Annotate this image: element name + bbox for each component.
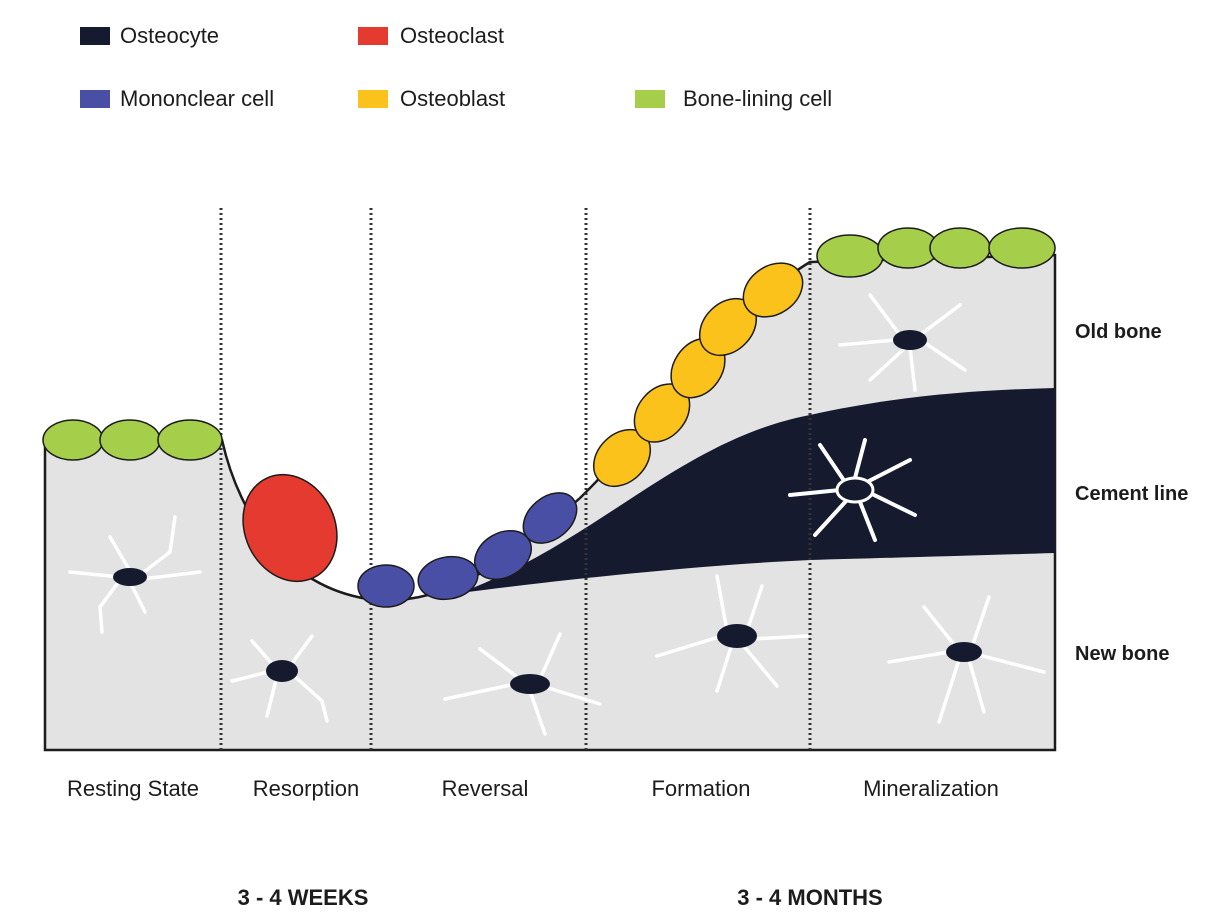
bone-lining-cell [99,419,161,461]
phase-label-resting: Resting State [67,776,199,801]
legend-item-osteoblast: Osteoblast [358,86,505,111]
mononuclear-cell [417,555,479,601]
phase-label-formation: Formation [651,776,750,801]
osteocyte-swatch [80,27,110,45]
cement-line [460,388,1055,593]
layer-label-new-bone: New bone [1075,643,1169,665]
bone-lining-cells-left [42,419,223,461]
osteocyte-nucleus [510,674,550,694]
osteocyte [68,515,202,634]
legend: Osteocyte Osteoclast Mononclear cell Ost… [80,23,832,111]
legend-item-osteoclast: Osteoclast [358,23,504,48]
bone-lining-cell [816,234,884,278]
osteocyte-nucleus [717,624,757,648]
osteoclast-swatch [358,27,388,45]
bone-lining-swatch [635,90,665,108]
osteocyte [788,438,917,542]
bone-lining-cell [929,227,991,269]
legend-label: Osteoblast [400,86,505,111]
bone-lining-cell [157,419,223,461]
legend-label: Mononclear cell [120,86,274,111]
osteoblasts [592,262,804,488]
mononuclear-swatch [80,90,110,108]
osteocyte [887,595,1046,724]
duration-weeks: 3 - 4 WEEKS [238,885,369,910]
osteocyte-nucleus [946,642,982,662]
osteocyte-nucleus [266,660,298,682]
bone-lining-cells-right [816,227,1056,278]
osteoclast [242,473,338,583]
bone-lining-cell [42,419,104,461]
osteocyte-nucleus [113,568,147,586]
phase-label-mineralization: Mineralization [863,776,999,801]
osteocyte-nucleus [893,330,927,350]
osteocyte [655,574,809,693]
bone-lining-cell [877,227,939,269]
osteocyte [230,634,329,723]
legend-label: Bone-lining cell [683,86,832,111]
legend-label: Osteoclast [400,23,504,48]
phase-label-resorption: Resorption [253,776,359,801]
legend-item-osteocyte: Osteocyte [80,23,219,48]
osteocyte-nucleus [835,476,875,504]
legend-item-bone-lining: Bone-lining cell [635,86,832,111]
osteoblast [742,262,804,318]
phase-dividers [219,208,812,750]
legend-item-mononuclear: Mononclear cell [80,86,274,111]
legend-label: Osteocyte [120,23,219,48]
layer-label-old-bone: Old bone [1075,321,1162,343]
layer-label-cement-line: Cement line [1075,483,1188,505]
osteocyte [443,632,602,736]
osteoblast-swatch [358,90,388,108]
duration-months: 3 - 4 MONTHS [737,885,882,910]
mononuclear-cell [522,492,578,544]
mononuclear-cells [357,492,578,608]
bone-lining-cell [988,227,1056,269]
phase-label-reversal: Reversal [442,776,529,801]
osteocyte [838,293,967,392]
mononuclear-cell [357,564,415,608]
